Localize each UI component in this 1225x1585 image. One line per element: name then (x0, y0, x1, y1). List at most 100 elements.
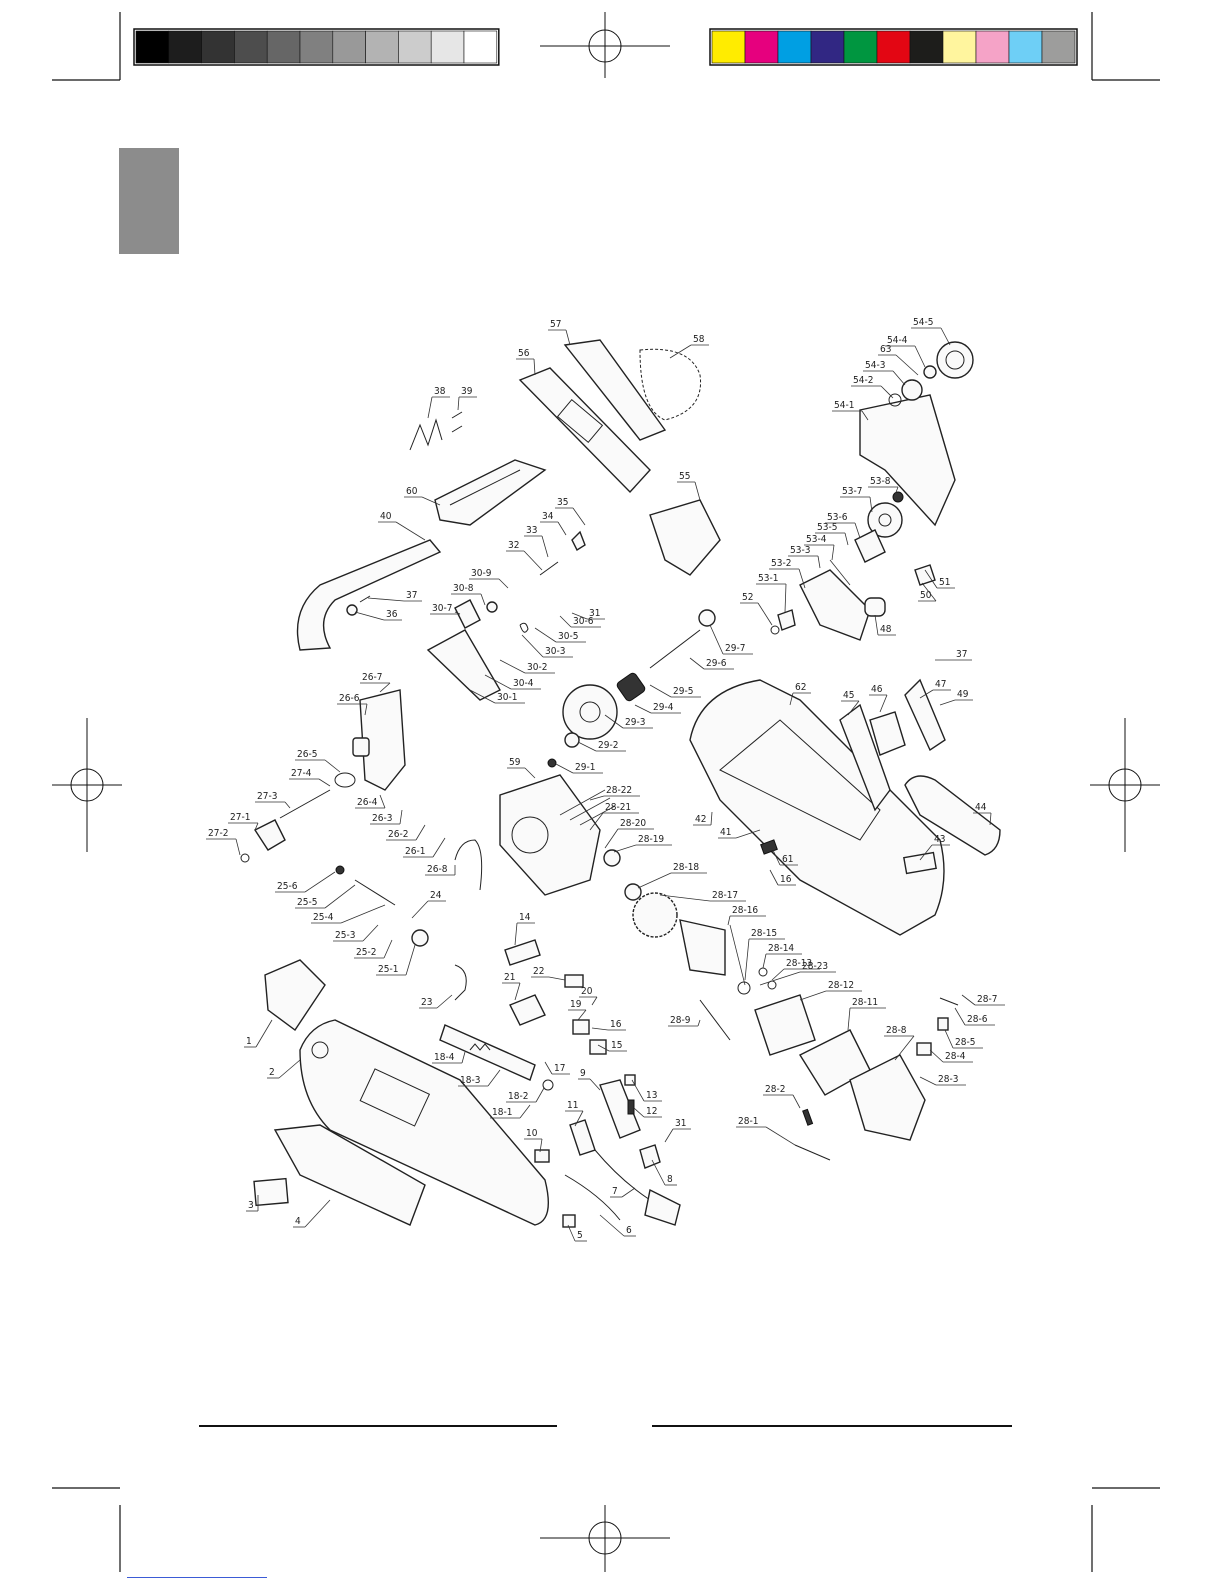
part-leader-line-53-7 (869, 496, 873, 513)
registration-mark-right (1090, 718, 1160, 852)
part-drawings (240, 339, 1001, 1228)
part-leader-line-28-19 (613, 844, 637, 853)
registration-mark-bottom (540, 1505, 670, 1572)
part-label-3: 3 (248, 1200, 254, 1211)
part-27-1-oil-cap (253, 819, 286, 851)
part-41-main-housing (689, 679, 945, 936)
part-label-28-4: 28-4 (945, 1051, 966, 1062)
part-label-11: 11 (567, 1100, 578, 1111)
part-label-46: 46 (871, 684, 883, 695)
part-label-28-1: 28-1 (738, 1116, 758, 1127)
part-leader-line-29-2 (577, 741, 597, 752)
part-label-29-7: 29-7 (725, 643, 745, 654)
part-label-26-6: 26-6 (339, 693, 360, 704)
part-leader-line-28-15 (744, 938, 750, 981)
part-14 (504, 939, 541, 966)
colorBar-swatch (810, 30, 845, 64)
part-leader-line-49 (939, 699, 956, 706)
part-label-13: 13 (646, 1090, 657, 1101)
part-label-53-4: 53-4 (806, 534, 827, 545)
part-label-47: 47 (935, 679, 946, 690)
part-label-54-3: 54-3 (865, 360, 885, 371)
part-leader-line-15 (597, 1044, 610, 1052)
part-leader-line-12 (633, 1107, 645, 1118)
part-label-14: 14 (519, 912, 531, 923)
part-29-6-shaft (649, 629, 701, 669)
part-leader-line-28-16 (727, 915, 731, 926)
part-leader-line-16a (591, 1027, 609, 1031)
part-28-5 (937, 1017, 949, 1031)
registration-mark-top (540, 12, 670, 78)
part-label-53-5: 53-5 (817, 522, 837, 533)
part-7-cable (594, 1149, 651, 1201)
part-leader-line-55 (694, 481, 701, 501)
colorBar-swatch (876, 30, 911, 64)
part-label-26-5: 26-5 (297, 749, 317, 760)
part-label-6: 6 (626, 1225, 632, 1236)
grayBar-swatch (168, 30, 202, 64)
part-label-62: 62 (795, 682, 806, 693)
part-leader-line-25-4 (340, 904, 386, 924)
part-leader-line-45 (847, 700, 860, 716)
part-label-34: 34 (542, 511, 554, 522)
part-leader-line-27-4 (318, 778, 331, 787)
grayBar-swatch (266, 30, 301, 64)
part-leader-line-28-14 (762, 953, 767, 969)
part-label-28-22: 28-22 (606, 785, 632, 796)
part-leader-line-18-4 (461, 1051, 466, 1064)
part-label-30-7: 30-7 (432, 603, 452, 614)
part-label-17: 17 (554, 1063, 565, 1074)
part-28-15 (737, 981, 751, 995)
part-leader-line-51 (924, 569, 938, 589)
part-32 (539, 561, 559, 576)
grayBar-swatch (430, 30, 465, 64)
part-leader-line-22 (548, 976, 566, 981)
part-54-2 (888, 393, 902, 407)
part-leader-line-28-4 (929, 1049, 944, 1063)
part-leader-line-54-2 (880, 385, 894, 399)
part-leader-line-23 (436, 994, 453, 1009)
part-label-28-17: 28-17 (712, 890, 738, 901)
part-label-53-8: 53-8 (870, 476, 891, 487)
part-leader-line-29-6 (689, 657, 705, 670)
part-label-18-1: 18-1 (492, 1107, 512, 1118)
part-label-35: 35 (557, 497, 568, 508)
crop-marks (52, 12, 1160, 1572)
part-label-28-3: 28-3 (938, 1074, 958, 1085)
colorBar-swatch (975, 30, 1010, 64)
part-38-spring (409, 418, 443, 451)
part-29-2 (564, 732, 580, 748)
part-label-31b: 31 (675, 1118, 686, 1129)
part-47 (904, 678, 946, 752)
part-label-26-3: 26-3 (372, 813, 392, 824)
part-leader-line-27-3 (284, 801, 291, 809)
part-label-19: 19 (570, 999, 582, 1010)
part-leader-line-30-8 (480, 593, 486, 606)
part-leader-line-43 (919, 844, 933, 861)
part-label-28-12: 28-12 (828, 980, 854, 991)
part-30-3 (519, 622, 529, 633)
part-label-30-5: 30-5 (558, 631, 578, 642)
colorBar-swatch (777, 30, 812, 64)
part-leader-line-46 (879, 694, 888, 713)
part-label-26-8: 26-8 (427, 864, 448, 875)
part-label-28-23: 28-23 (802, 961, 828, 972)
part-leader-line-14 (514, 922, 518, 946)
part-label-27-4: 27-4 (291, 768, 312, 779)
part-leader-line-53-1 (784, 583, 787, 613)
part-29-5-worm (616, 672, 646, 702)
part-23-hose (454, 964, 467, 1001)
part-leader-line-56 (533, 358, 536, 376)
part-28-18 (624, 883, 642, 901)
part-leader-line-28-9 (697, 1019, 701, 1027)
part-label-18-4: 18-4 (434, 1052, 455, 1063)
part-label-25-1: 25-1 (378, 964, 398, 975)
part-21 (509, 994, 546, 1026)
part-label-27-3: 27-3 (257, 791, 277, 802)
part-label-63: 63 (880, 344, 891, 355)
part-54-5-knob (936, 341, 974, 379)
part-label-43: 43 (934, 834, 945, 845)
part-leader-line-28-22 (589, 795, 605, 801)
part-leader-line-28-6 (954, 1007, 966, 1026)
